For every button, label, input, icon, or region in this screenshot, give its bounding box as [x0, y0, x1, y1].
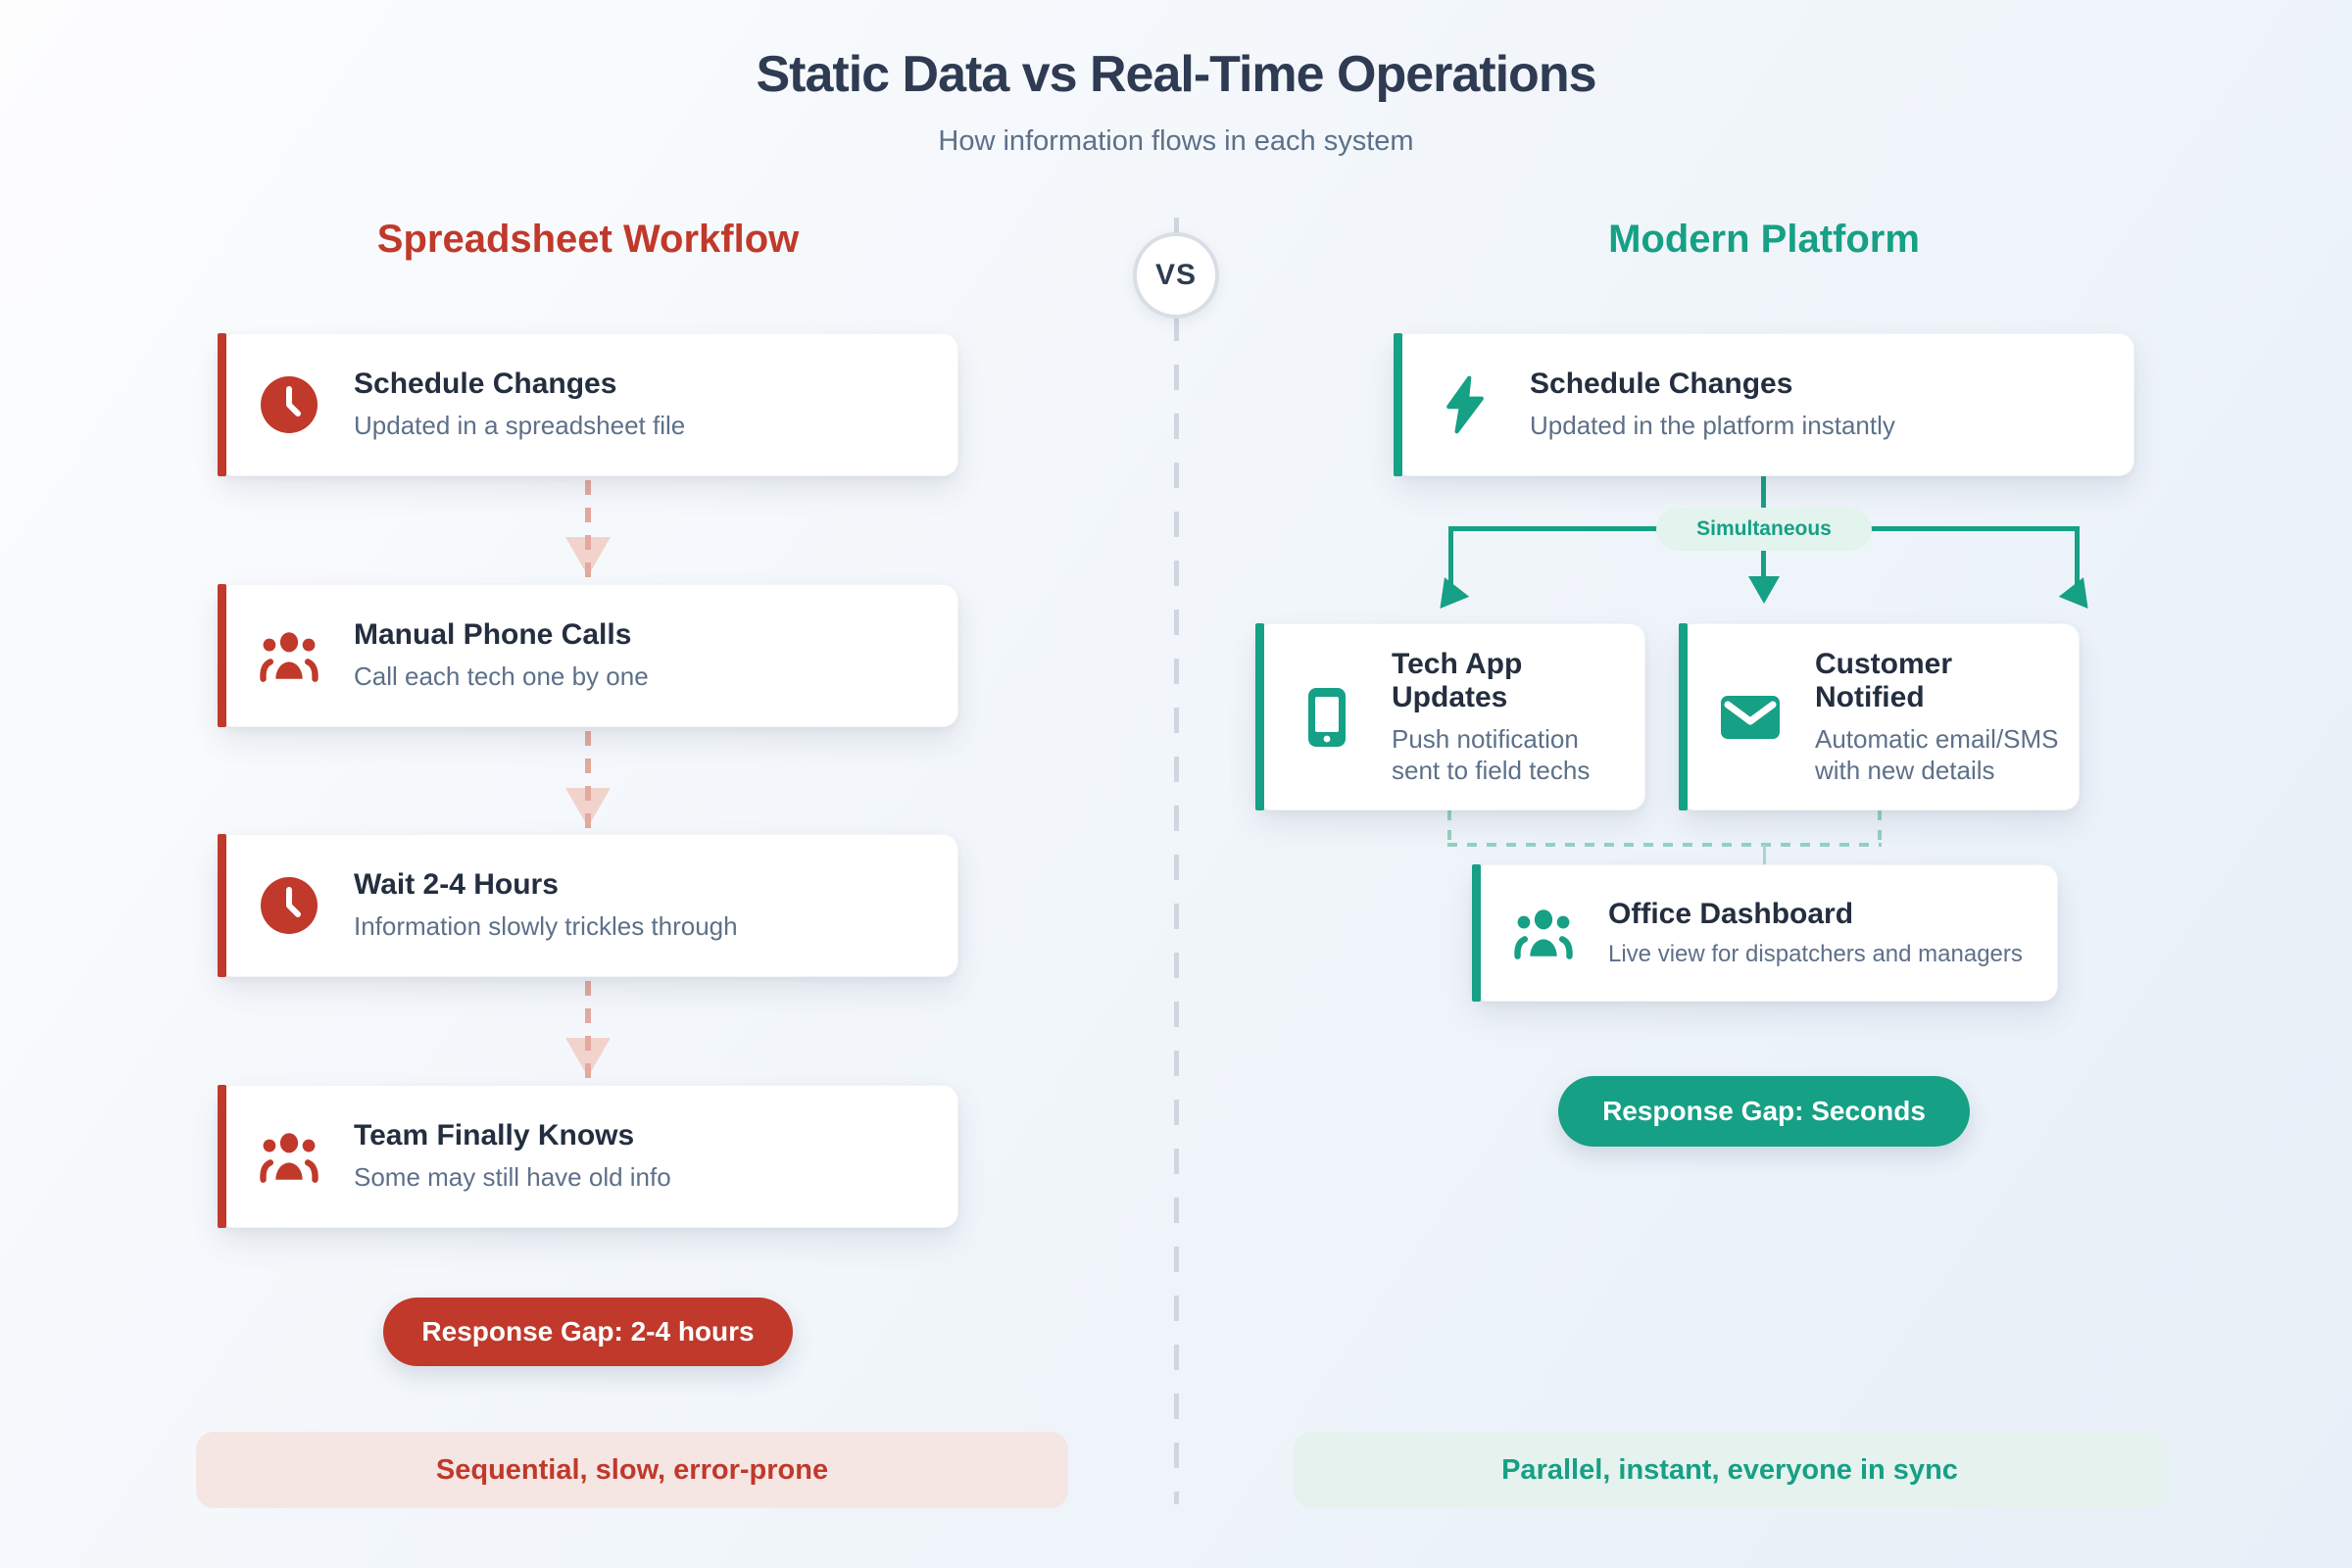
card-subtitle: Some may still have old info	[354, 1162, 671, 1193]
branch-connector	[1761, 549, 1766, 578]
right-column-heading: Modern Platform	[1608, 218, 1920, 261]
card-left-team-finally-knows: Team Finally Knows Some may still have o…	[218, 1085, 958, 1228]
team-icon	[1512, 902, 1575, 964]
card-title: Wait 2-4 Hours	[354, 868, 559, 902]
card-accent-bar	[218, 834, 226, 977]
team-icon	[258, 624, 320, 687]
vs-label: VS	[1154, 259, 1198, 291]
clock-icon	[258, 373, 320, 436]
card-right-schedule-changes: Schedule Changes Updated in the platform…	[1394, 333, 2134, 476]
arrowhead-icon	[2058, 577, 2101, 618]
page-subtitle: How information flows in each system	[938, 125, 1414, 157]
summary-banner-right: Parallel, instant, everyone in sync	[1294, 1432, 2166, 1508]
response-gap-pill-left: Response Gap: 2-4 hours	[383, 1298, 793, 1366]
merge-connector	[1878, 810, 1882, 847]
card-subtitle: Updated in the platform instantly	[1530, 411, 1895, 441]
card-title: Customer Notified	[1815, 647, 1953, 713]
branch-connector	[1761, 476, 1766, 512]
merge-connector	[1447, 810, 1451, 847]
card-subtitle: Updated in a spreadsheet file	[354, 411, 686, 441]
card-right-office-dashboard: Office Dashboard Live view for dispatche…	[1472, 864, 2058, 1002]
summary-banner-left: Sequential, slow, error-prone	[196, 1432, 1068, 1508]
card-subtitle-line: sent to field techs	[1392, 756, 1591, 785]
flow-arrow-down-icon	[563, 981, 613, 1079]
lightning-bolt-icon	[1434, 373, 1496, 436]
branch-connector	[2075, 526, 2080, 587]
card-accent-bar	[1679, 623, 1688, 810]
merge-connector	[1763, 845, 1766, 865]
card-title: Office Dashboard	[1608, 897, 1854, 930]
card-title: Team Finally Knows	[354, 1119, 635, 1152]
card-subtitle: Information slowly trickles through	[354, 911, 738, 942]
card-left-wait-2-4-hours: Wait 2-4 Hours Information slowly trickl…	[218, 834, 958, 977]
clock-icon	[258, 874, 320, 937]
arrowhead-icon	[1748, 576, 1780, 604]
response-gap-pill-right: Response Gap: Seconds	[1558, 1076, 1970, 1147]
center-divider	[1174, 218, 1179, 1504]
card-left-schedule-changes: Schedule Changes Updated in a spreadshee…	[218, 333, 958, 476]
card-subtitle-line: Push notification	[1392, 723, 1579, 754]
card-accent-bar	[1472, 864, 1481, 1002]
card-subtitle: Live view for dispatchers and managers	[1608, 940, 2023, 967]
card-subtitle-line: Automatic email/SMS	[1815, 723, 2059, 754]
flow-arrow-down-icon	[563, 480, 613, 578]
page-title: Static Data vs Real-Time Operations	[756, 46, 1596, 103]
card-title: Tech App Updates	[1392, 647, 1523, 713]
simultaneous-badge: Simultaneous	[1656, 508, 1872, 551]
branch-connector	[1448, 526, 1453, 587]
card-subtitle: Call each tech one by one	[354, 662, 649, 692]
card-subtitle-line: with new details	[1815, 756, 1995, 785]
left-column-heading: Spreadsheet Workflow	[376, 218, 800, 261]
card-accent-bar	[218, 333, 226, 476]
card-title: Schedule Changes	[354, 368, 617, 401]
card-accent-bar	[1255, 623, 1264, 810]
card-right-customer-notified: Customer Notified Automatic email/SMS wi…	[1679, 623, 2080, 810]
card-title: Manual Phone Calls	[354, 618, 632, 652]
vs-badge: VS	[1133, 232, 1219, 318]
card-title: Schedule Changes	[1530, 368, 1793, 401]
card-accent-bar	[218, 584, 226, 727]
card-right-tech-app-updates: Tech App Updates Push notification sent …	[1255, 623, 1645, 810]
card-accent-bar	[1394, 333, 1402, 476]
arrowhead-icon	[1427, 577, 1470, 618]
card-left-manual-phone-calls: Manual Phone Calls Call each tech one by…	[218, 584, 958, 727]
team-icon	[258, 1125, 320, 1188]
envelope-icon	[1719, 686, 1782, 749]
flow-arrow-down-icon	[563, 731, 613, 829]
card-accent-bar	[218, 1085, 226, 1228]
smartphone-icon	[1296, 686, 1358, 749]
merge-connector	[1447, 843, 1882, 847]
